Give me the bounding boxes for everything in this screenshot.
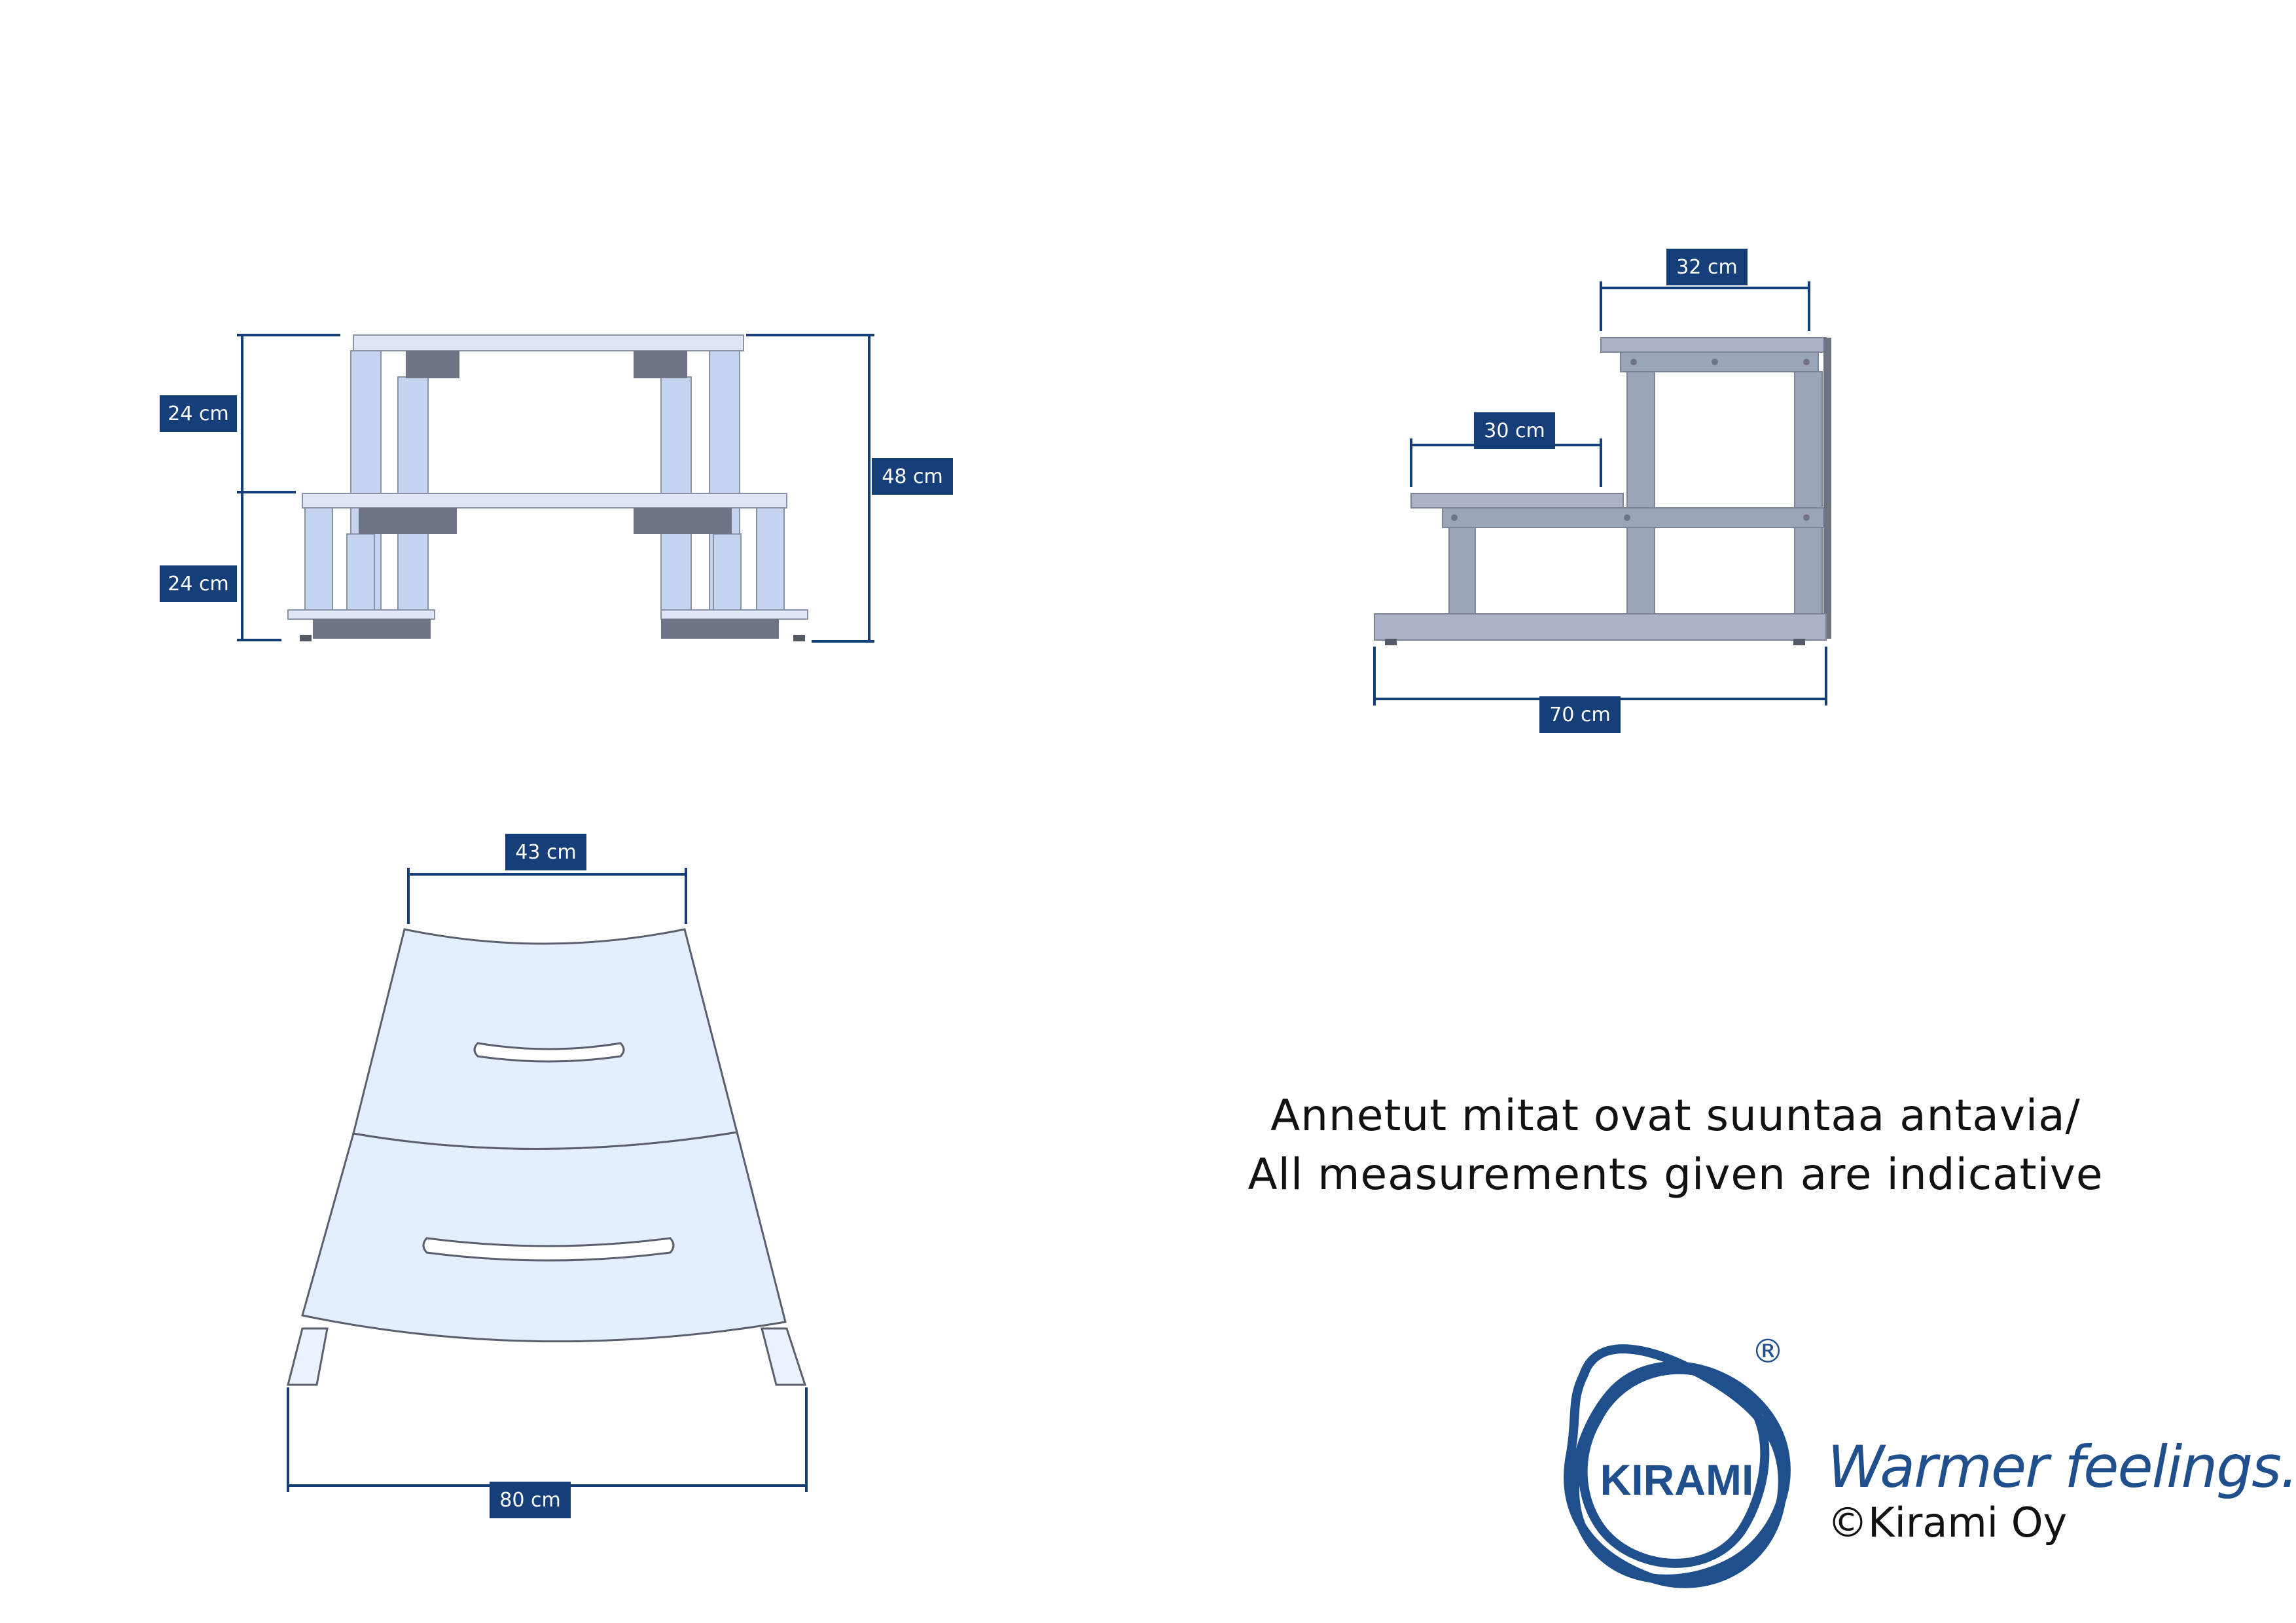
side-lower-depth-label: 30 cm bbox=[1474, 412, 1555, 449]
front-total-height-label: 48 cm bbox=[872, 458, 953, 495]
front-upper-height-label: 24 cm bbox=[160, 395, 237, 432]
top-width-text: 43 cm bbox=[515, 841, 576, 864]
kirami-logo-text: KIRAMI bbox=[1600, 1455, 1754, 1504]
kirami-logo bbox=[1564, 1344, 1791, 1588]
registered-mark: ® bbox=[1751, 1332, 1784, 1370]
bottom-width-label: 80 cm bbox=[490, 1482, 571, 1518]
front-lower-height-label: 24 cm bbox=[160, 565, 237, 602]
front-view-dimensions bbox=[237, 334, 874, 643]
side-view-drawing bbox=[1374, 337, 1831, 645]
side-total-depth-text: 70 cm bbox=[1549, 704, 1610, 726]
brand-tagline: Warmer feelings. bbox=[1827, 1433, 2296, 1501]
disclaimer-line-finnish: Annetut mitat ovat suuntaa antavia/ bbox=[1270, 1090, 2081, 1141]
side-lower-depth-text: 30 cm bbox=[1484, 419, 1545, 442]
bottom-width-text: 80 cm bbox=[499, 1489, 560, 1512]
front-upper-height-text: 24 cm bbox=[168, 402, 228, 425]
disclaimer: Annetut mitat ovat suuntaa antavia/ All … bbox=[1191, 1086, 2160, 1204]
side-upper-depth-text: 32 cm bbox=[1676, 256, 1737, 279]
side-upper-depth-label: 32 cm bbox=[1666, 249, 1748, 285]
copyright-notice: ©Kirami Oy bbox=[1827, 1499, 2068, 1546]
disclaimer-line-english: All measurements given are indicative bbox=[1247, 1149, 2104, 1200]
side-total-depth-label: 70 cm bbox=[1539, 696, 1621, 733]
top-width-label: 43 cm bbox=[505, 834, 586, 870]
top-view-drawing bbox=[287, 928, 807, 1386]
front-view-drawing bbox=[287, 334, 808, 641]
front-total-height-text: 48 cm bbox=[882, 465, 942, 488]
front-lower-height-text: 24 cm bbox=[168, 573, 228, 596]
